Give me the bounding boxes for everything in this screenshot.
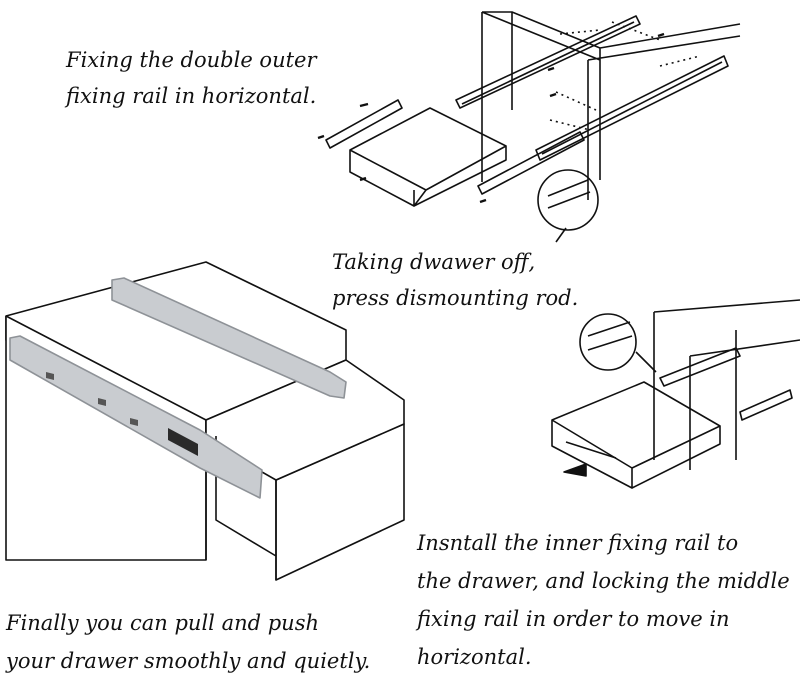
caption-line: your drawer smoothly and quietly. [6, 649, 371, 673]
caption-line: press dismounting rod. [332, 286, 579, 310]
caption-line: horizontal. [417, 645, 532, 669]
drawer-box [349, 107, 507, 207]
caption-line: fixing rail in order to move in [417, 607, 730, 631]
caption-line: Fixing the double outer [66, 48, 317, 72]
dismount-detail-circle [537, 169, 599, 231]
slide-rail-lower [9, 335, 263, 499]
caption-dismount-drawer: Taking dwawer off, press dismounting rod… [332, 244, 578, 316]
caption-line: Finally you can pull and push [6, 611, 320, 635]
caption-install-inner-rail: Insntall the inner fixing rail to the dr… [417, 524, 790, 676]
screw-guides [549, 21, 701, 131]
caption-final-use: Finally you can pull and push your drawe… [6, 604, 370, 680]
screw-icons [317, 32, 665, 204]
inner-rail-left [325, 99, 403, 149]
caption-line: Insntall the inner fixing rail to [417, 531, 739, 555]
caption-line: the drawer, and locking the middle [417, 569, 790, 593]
slide-rail-upper [111, 277, 347, 399]
cabinet-frame-top [481, 11, 741, 200]
step3-drawer-install-illustration [551, 299, 800, 489]
step4-cabinet-drawer-illustration [5, 261, 405, 581]
caption-line: fixing rail in horizontal. [66, 84, 317, 108]
caption-line: Taking dwawer off, [332, 250, 536, 274]
caption-fix-outer-rail: Fixing the double outer fixing rail in h… [66, 42, 317, 114]
outer-rail-left [455, 15, 641, 109]
inner-rail-right [477, 131, 585, 195]
outer-rail-right [535, 55, 729, 161]
